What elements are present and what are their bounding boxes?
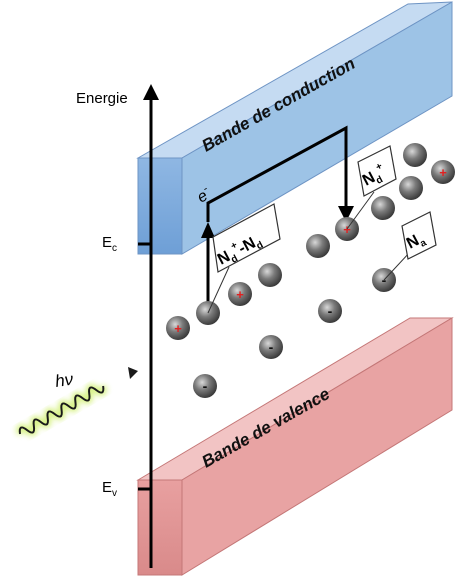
ndplus-subscript: d	[374, 174, 385, 187]
ev-level: Ev	[102, 479, 151, 499]
photon: hν	[16, 367, 138, 436]
plus-sign: +	[343, 222, 351, 237]
svg-text:Ev: Ev	[102, 479, 117, 499]
ndplus-superscript: +	[374, 161, 384, 174]
ion-plus: +	[431, 160, 455, 184]
minus-sign: -	[203, 378, 208, 394]
photon-wave	[18, 385, 105, 435]
ion-neutral	[371, 196, 395, 220]
ion-plus: +	[166, 316, 190, 340]
ion-neutral	[306, 234, 330, 258]
ion-neutral	[403, 143, 427, 167]
ion-neutral	[399, 176, 423, 200]
ev-label: E	[102, 479, 112, 496]
nd-superscript: +	[229, 240, 239, 253]
conduction-band: Bande de conduction	[136, 1, 453, 255]
nd-subscript: d	[229, 253, 240, 266]
callout-nd-plus: Nd+	[346, 145, 397, 230]
svg-text:Ec: Ec	[102, 234, 117, 254]
na-subscript: a	[418, 237, 428, 250]
ion-minus: -	[318, 299, 342, 323]
plus-sign: +	[174, 321, 182, 336]
nd2-subscript: d	[255, 240, 266, 253]
photon-arrowhead	[128, 367, 138, 379]
plus-sign: +	[236, 287, 244, 302]
ec-subscript: c	[112, 243, 117, 254]
minus-sign: -	[269, 339, 274, 355]
photon-label: hν	[54, 370, 75, 391]
plus-sign: +	[439, 165, 447, 180]
ec-label: E	[102, 234, 112, 251]
svg-text:Nd+-Nd: Nd+-Nd	[213, 229, 265, 271]
callout-na: Na	[383, 211, 437, 281]
ev-subscript: v	[112, 488, 117, 499]
ec-level: Ec	[102, 234, 151, 254]
valence-band: Bande de valence	[136, 317, 454, 576]
ion-minus: -	[193, 374, 217, 398]
nd-separator: -N	[236, 235, 259, 258]
callout-nd-minus-nd: Nd+-Nd	[207, 203, 281, 314]
ion-minus: -	[259, 335, 283, 359]
ion-neutral	[258, 263, 282, 287]
transition-path	[201, 125, 354, 305]
minus-sign: -	[328, 303, 333, 319]
electron-superscript: -	[201, 183, 210, 195]
energy-axis-label: Energie	[76, 90, 128, 107]
ion-plus: +	[228, 282, 252, 306]
